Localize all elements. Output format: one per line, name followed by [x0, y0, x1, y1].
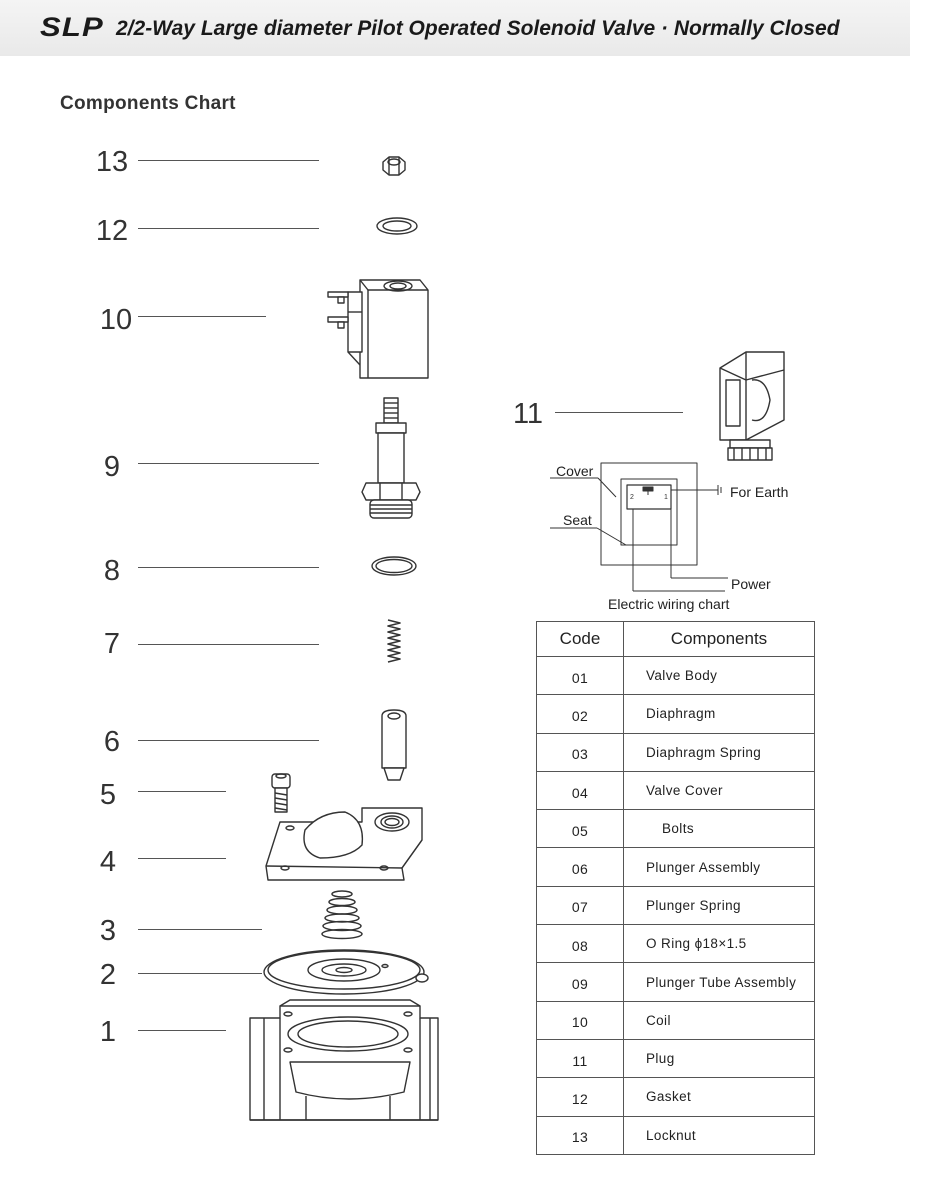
callout-10: 10: [99, 304, 133, 336]
leader-line: [138, 858, 226, 859]
leader-line: [138, 1030, 226, 1031]
row-component: Diaphragm: [623, 694, 815, 734]
diaphragm-spring-part: [321, 890, 363, 940]
coil-part: [327, 279, 429, 379]
leader-line: [138, 160, 319, 161]
leader-line: [138, 316, 266, 317]
callout-11: 11: [512, 398, 544, 430]
row-component: Locknut: [623, 1115, 815, 1155]
row-component: Plunger Spring: [623, 885, 815, 926]
leader-line: [138, 644, 319, 645]
wiring-diagram: 2 1: [550, 462, 728, 592]
leader-line: [138, 929, 262, 930]
code-column-header: Code: [536, 621, 624, 657]
callout-12: 12: [95, 215, 129, 247]
callout-2: 2: [99, 959, 117, 991]
row-component: Plunger Assembly: [623, 847, 815, 887]
row-code: 10: [536, 1000, 624, 1040]
leader-line: [138, 567, 319, 568]
plunger-tube-part: [361, 397, 421, 519]
o-ring-part: [371, 556, 417, 576]
locknut-part: [382, 156, 406, 176]
row-code: 05: [536, 809, 624, 849]
wiring-earth-label: For Earth: [730, 484, 789, 500]
callout-6: 6: [103, 726, 121, 758]
callout-3: 3: [99, 915, 117, 947]
leader-line: [138, 228, 319, 229]
row-code: 07: [536, 885, 624, 926]
plunger-assembly-part: [381, 709, 407, 781]
row-component: Coil: [623, 1000, 815, 1040]
gasket-part: [376, 217, 418, 235]
row-component: Valve Body: [623, 655, 815, 696]
leader-line: [138, 791, 226, 792]
leader-line: [138, 740, 319, 741]
header-bar: SLP 2/2-Way Large diameter Pilot Operate…: [0, 0, 910, 56]
table-header-row: Code Components: [536, 621, 815, 657]
row-component: Bolts: [623, 809, 815, 849]
row-component: Plunger Tube Assembly: [623, 962, 815, 1002]
row-code: 13: [536, 1115, 624, 1155]
row-code: 06: [536, 847, 624, 887]
row-code: 02: [536, 694, 624, 734]
row-component: Gasket: [623, 1077, 815, 1117]
svg-text:2: 2: [630, 494, 634, 501]
row-component: Valve Cover: [623, 770, 815, 811]
callout-13: 13: [95, 146, 129, 178]
leader-line: [555, 412, 683, 413]
row-code: 04: [536, 770, 624, 811]
row-code: 08: [536, 924, 624, 964]
row-component: O Ring ϕ18×1.5: [623, 924, 815, 964]
wiring-power-label: Power: [731, 576, 771, 592]
row-code: 09: [536, 962, 624, 1002]
row-code: 03: [536, 732, 624, 772]
wiring-seat-label: Seat: [563, 512, 592, 528]
section-title: Components Chart: [60, 93, 236, 114]
row-code: 01: [536, 655, 624, 696]
wiring-cover-label: Cover: [556, 463, 594, 479]
callout-7: 7: [103, 628, 121, 660]
callout-5: 5: [99, 779, 117, 811]
svg-text:1: 1: [664, 494, 668, 501]
components-column-header: Components: [623, 621, 815, 657]
row-component: Plug: [623, 1038, 815, 1079]
row-code: 11: [536, 1038, 624, 1079]
row-code: 12: [536, 1077, 624, 1117]
callout-1: 1: [99, 1016, 117, 1048]
page-title: 2/2-Way Large diameter Pilot Operated So…: [116, 17, 840, 40]
plunger-spring-part: [387, 619, 401, 663]
callout-8: 8: [103, 555, 121, 587]
plug-part: [719, 351, 785, 461]
callout-4: 4: [99, 846, 117, 878]
wiring-caption: Electric wiring chart: [608, 596, 730, 612]
callout-9: 9: [103, 451, 121, 483]
leader-line: [138, 463, 319, 464]
valve-cover-part: [265, 807, 423, 881]
valve-body-part: [249, 999, 439, 1121]
diaphragm-part: [263, 949, 429, 995]
bolt-part: [271, 773, 291, 813]
brand-logo: SLP: [40, 12, 104, 42]
row-component: Diaphragm Spring: [623, 732, 815, 772]
leader-line: [138, 973, 262, 974]
